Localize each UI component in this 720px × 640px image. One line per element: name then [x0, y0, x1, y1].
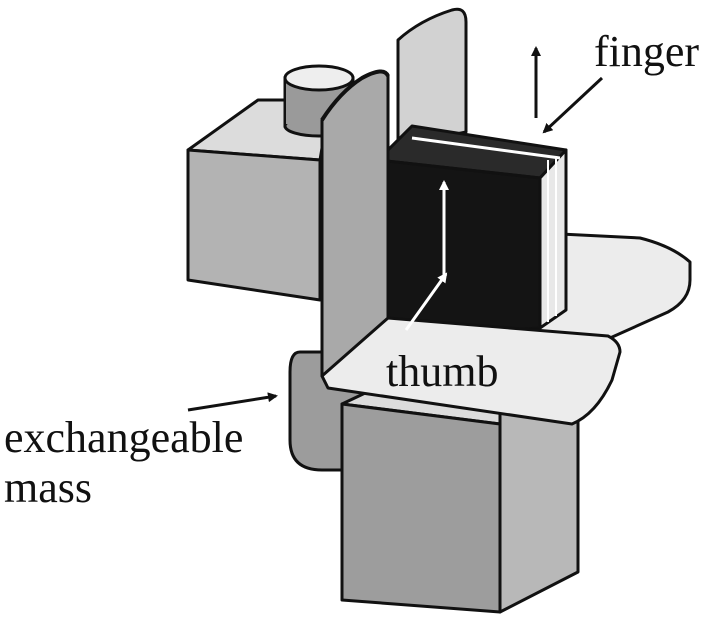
thumb-pointer-arrow — [404, 272, 448, 331]
finger-label: finger — [594, 27, 699, 76]
mass-label-line1: exchangeable — [4, 413, 243, 462]
thumb-label: thumb — [386, 347, 498, 396]
finger-pointer-arrow — [542, 76, 604, 134]
thumb-wall — [320, 69, 390, 378]
mass-label-line2: mass — [4, 463, 92, 512]
mass-pointer-arrow — [187, 392, 278, 412]
grasped-object — [376, 124, 568, 340]
finger-wall — [396, 7, 468, 148]
thumb-plate — [320, 316, 622, 426]
